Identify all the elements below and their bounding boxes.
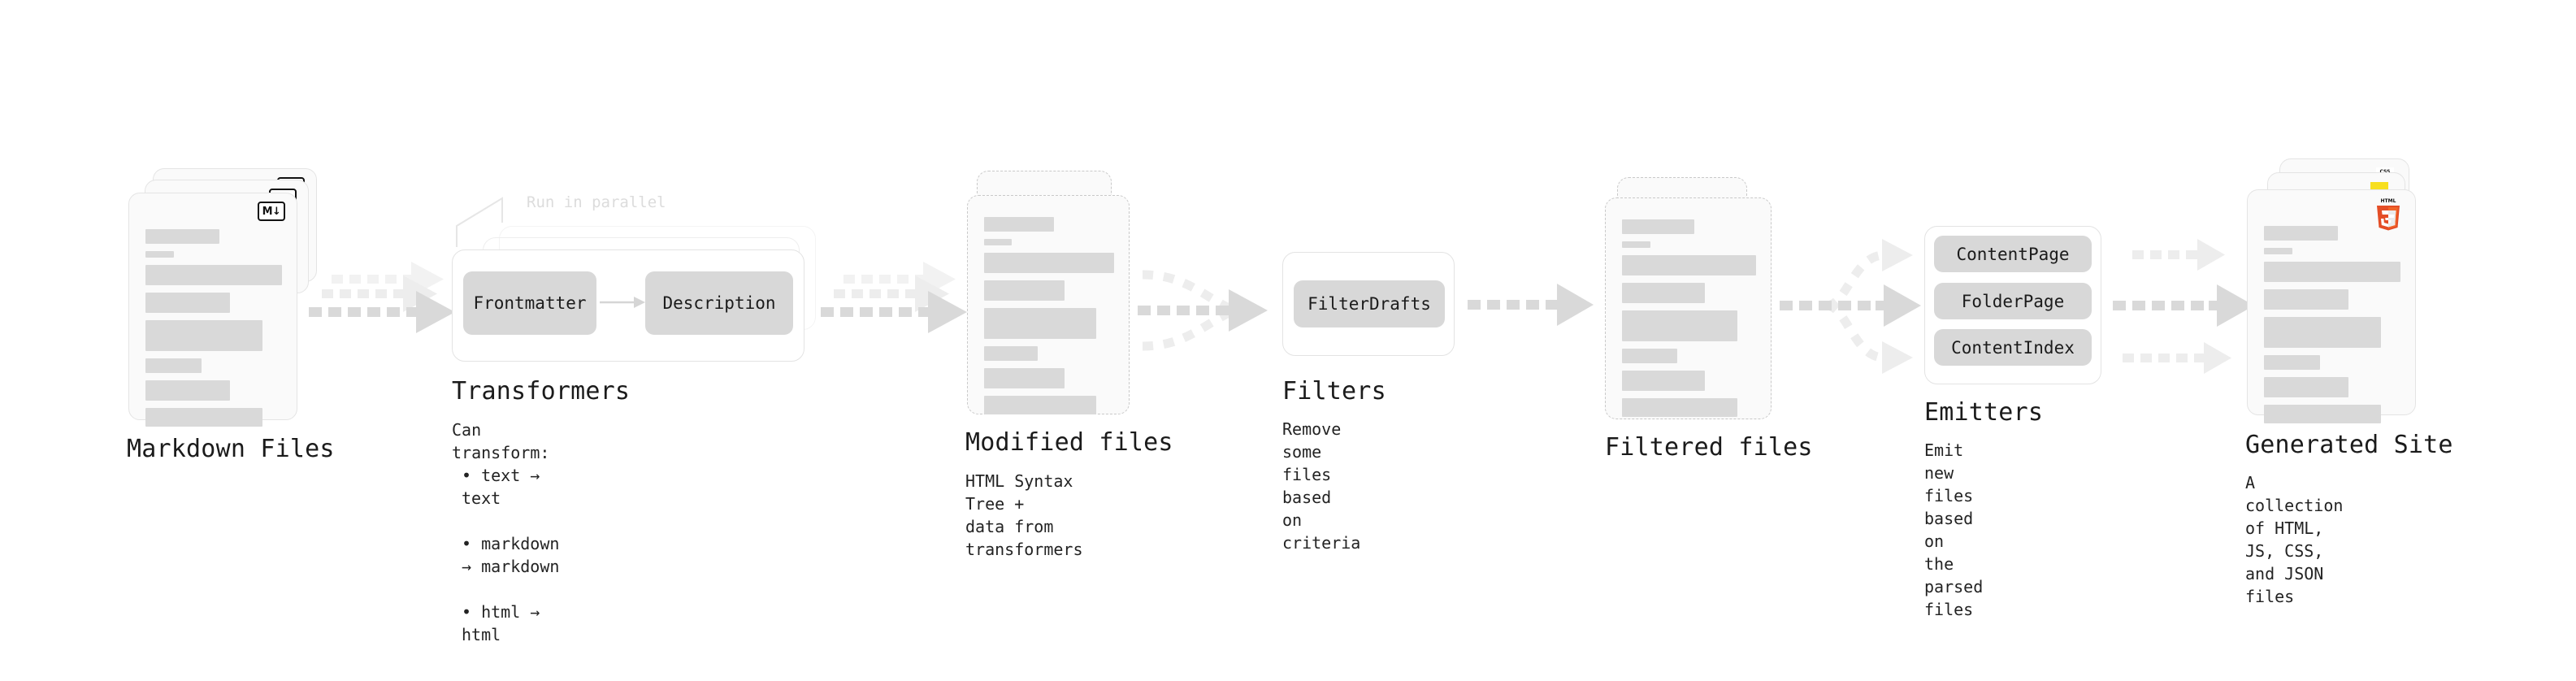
- skeleton-line: [984, 239, 1012, 245]
- stage-title-modified-files: Modified files: [965, 428, 1173, 457]
- skeleton-line: [1622, 398, 1737, 417]
- arrow-main: [821, 291, 967, 333]
- skeleton-line: [145, 408, 263, 427]
- connector-emitters-to-site: [2113, 239, 2254, 374]
- document-skeleton: [2264, 226, 2400, 431]
- css-badge-label: CSS: [2380, 170, 2391, 175]
- arrow-branch-bottom: [2123, 342, 2231, 374]
- list-item: • markdown → markdown: [462, 534, 560, 576]
- transformer-inner-arrow: [600, 297, 645, 308]
- emitter-chip-folderpage[interactable]: FolderPage: [1934, 283, 2092, 319]
- skeleton-line: [984, 308, 1096, 339]
- html5-shield-icon: HTML: [2377, 198, 2400, 231]
- skeleton-line: [2264, 262, 2400, 282]
- document-card-front: [1605, 197, 1772, 419]
- stage-title-transformers: Transformers: [452, 377, 631, 406]
- skeleton-line: [1622, 255, 1756, 275]
- emitter-chip-contentpage[interactable]: ContentPage: [1934, 236, 2092, 272]
- transformer-bullet-list: • text → text • markdown → markdown • ht…: [462, 441, 559, 669]
- run-in-parallel-bracket: [456, 197, 503, 247]
- skeleton-line: [2264, 355, 2320, 370]
- arrow-main: [1780, 284, 1921, 327]
- skeleton-line: [145, 358, 202, 373]
- skeleton-line: [984, 253, 1114, 273]
- skeleton-line: [145, 320, 263, 351]
- skeleton-line: [145, 251, 175, 258]
- arrow-fan-branches: [1142, 270, 1236, 351]
- connector-md-to-transformers: [309, 262, 455, 333]
- skeleton-line: [1622, 219, 1695, 234]
- connector-modified-to-filters: [1138, 270, 1268, 351]
- skeleton-line: [2264, 317, 2382, 348]
- skeleton-line: [984, 217, 1055, 232]
- arrow-main: [1138, 289, 1268, 332]
- stage-desc-generated-site: A collection of HTML, JS, CSS, and JSON …: [2245, 473, 2344, 606]
- skeleton-line: [984, 396, 1096, 414]
- stage-title-emitters: Emitters: [1924, 398, 2044, 427]
- document-card-front: M↓: [128, 193, 297, 427]
- transformer-chip-description[interactable]: Description: [645, 271, 793, 335]
- skeleton-line: [2264, 405, 2382, 423]
- stage-title-markdown-files: Markdown Files: [127, 435, 335, 463]
- document-skeleton: [984, 217, 1114, 422]
- list-item: • text → text: [462, 466, 540, 508]
- skeleton-line: [1622, 310, 1737, 341]
- document-skeleton: [145, 229, 282, 434]
- stage-title-generated-site: Generated Site: [2245, 431, 2453, 459]
- skeleton-line: [2264, 226, 2338, 241]
- skeleton-line: [145, 265, 282, 285]
- stage-desc-filters: Remove some files based on criteria: [1282, 419, 1361, 553]
- arrow-main: [2113, 284, 2254, 327]
- connector-filters-to-filtered: [1468, 284, 1594, 326]
- skeleton-line: [145, 229, 219, 244]
- run-in-parallel-label: Run in parallel: [527, 193, 666, 211]
- connector-transformers-to-modified: [821, 262, 967, 333]
- transformer-chip-frontmatter[interactable]: Frontmatter: [463, 271, 596, 335]
- stage-desc-transformers: Can transform:: [452, 420, 550, 462]
- skeleton-line: [984, 368, 1065, 388]
- skeleton-line: [1622, 371, 1706, 391]
- skeleton-line: [145, 380, 231, 401]
- arrow-main: [1468, 284, 1594, 326]
- stage-desc-emitters: Emit new files based on the parsed files: [1924, 440, 1984, 619]
- html5-badge-label: HTML: [2381, 198, 2396, 204]
- skeleton-line: [984, 346, 1038, 361]
- arrow-branch-head-top: [1882, 239, 1913, 271]
- html5-badge: HTML: [2374, 197, 2402, 231]
- skeleton-line: [1622, 349, 1677, 363]
- stage-title-filters: Filters: [1282, 377, 1386, 406]
- document-card-front: HTML: [2247, 189, 2416, 423]
- document-card-front: [967, 195, 1130, 414]
- skeleton-line: [2264, 248, 2293, 254]
- arrow-fan-branches: [1825, 250, 1884, 362]
- list-item: • html → html: [462, 602, 540, 644]
- document-skeleton: [1622, 219, 1756, 424]
- arrow-branch-top: [2132, 239, 2225, 271]
- skeleton-line: [2264, 289, 2349, 310]
- stage-title-filtered-files: Filtered files: [1605, 433, 1813, 462]
- arrow-main: [309, 291, 455, 333]
- connector-filtered-to-emitters: [1780, 239, 1921, 374]
- markdown-badge: M↓: [258, 202, 285, 221]
- filter-chip-filterdrafts[interactable]: FilterDrafts: [1294, 280, 1445, 327]
- emitter-chip-contentindex[interactable]: ContentIndex: [1934, 329, 2092, 366]
- skeleton-line: [1622, 283, 1706, 303]
- skeleton-line: [145, 293, 231, 313]
- skeleton-line: [1622, 241, 1650, 248]
- skeleton-line: [2264, 377, 2349, 397]
- arrow-branch-head-bottom: [1882, 341, 1913, 374]
- skeleton-line: [984, 280, 1065, 301]
- stage-desc-modified-files: HTML Syntax Tree + data from transformer…: [965, 471, 1083, 559]
